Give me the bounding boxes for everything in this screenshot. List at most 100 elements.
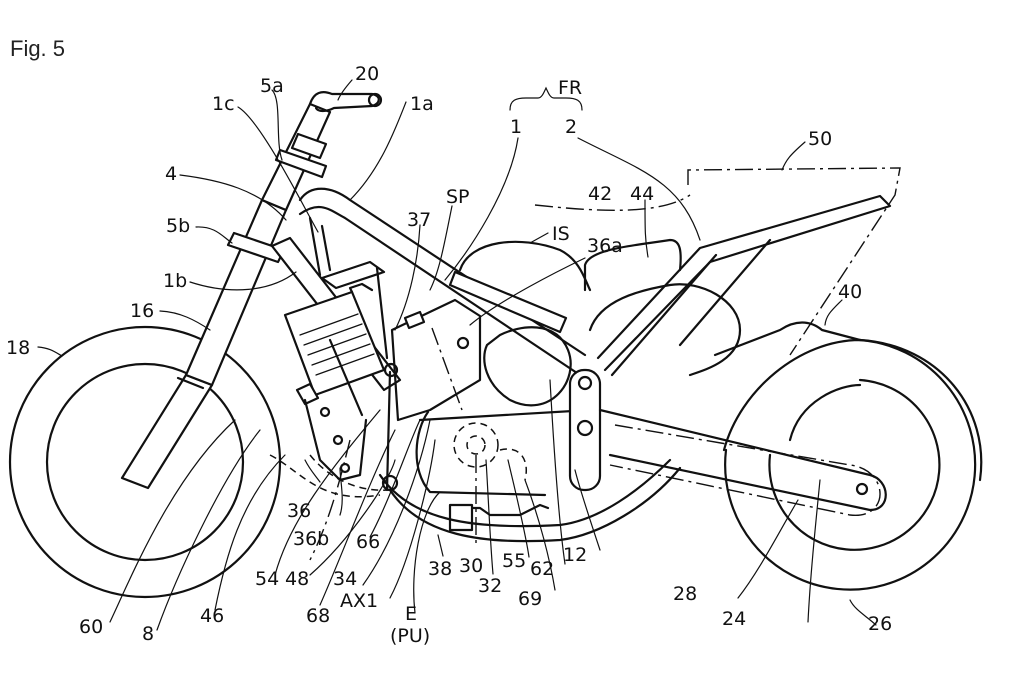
label-4: 4 [165, 163, 177, 185]
fork-seal [176, 376, 205, 390]
label-1c: 1c [212, 93, 235, 115]
label-28: 28 [673, 583, 697, 605]
leader-55 [507, 459, 530, 558]
label-5a: 5a [260, 75, 284, 97]
leader-5a [271, 89, 283, 161]
label-36b: 36b [293, 528, 329, 550]
leader-4 [179, 174, 287, 221]
stem-collar [290, 132, 328, 160]
leader-20 [337, 79, 353, 101]
label-60: 60 [79, 616, 103, 638]
radiator-fin [303, 323, 363, 346]
crankshaft-circle [453, 422, 499, 468]
leader-1b [189, 271, 297, 291]
leader-36b [339, 467, 343, 516]
label-E: E [405, 603, 417, 625]
leader-E [413, 491, 441, 614]
reference-labels: FR 20 5a 1c 1a 4 5b 1b 16 18 37 SP 1 2 4… [6, 63, 892, 647]
lower-frame [269, 439, 682, 561]
rear-wheel [713, 321, 983, 591]
rear-tire-top [722, 338, 983, 482]
label-SP: SP [446, 186, 470, 208]
pivot-hole-lower [576, 419, 594, 437]
linkage-arm [303, 398, 368, 482]
leader-36 [304, 459, 321, 483]
leader-40 [824, 299, 843, 326]
label-46: 46 [200, 605, 224, 627]
label-IS: IS [552, 223, 570, 245]
leader-69 [524, 479, 556, 591]
leader-44 [644, 199, 649, 258]
label-40: 40 [838, 281, 862, 303]
exhaust-line-54 [309, 439, 351, 561]
leader-2 [577, 137, 701, 241]
label-42: 42 [588, 183, 612, 205]
label-1: 1 [510, 116, 522, 138]
leader-1c [237, 106, 319, 233]
leader-16 [159, 310, 211, 331]
leader-68 [319, 429, 396, 606]
label-16: 16 [130, 300, 154, 322]
figure-title: Fig. 5 [10, 36, 65, 61]
rear-axle [855, 482, 869, 496]
pivot-hole-upper [577, 375, 593, 391]
leader-8 [156, 429, 261, 631]
linkage-bolt [332, 434, 344, 446]
linkage-bolt [319, 406, 331, 418]
crankcase-top-line [418, 408, 592, 422]
leader-34 [362, 419, 431, 586]
label-32: 32 [478, 575, 502, 597]
swingarm-24 [598, 408, 887, 512]
frame-lower-link [385, 370, 392, 492]
radiator [283, 282, 386, 417]
engine [390, 298, 592, 545]
radiator-fin [307, 333, 367, 356]
label-50: 50 [808, 128, 832, 150]
label-5b: 5b [166, 215, 190, 237]
label-PU: (PU) [390, 625, 430, 647]
fuel-tank-44 [583, 238, 682, 292]
rear-rim [768, 378, 941, 551]
label-30: 30 [459, 555, 483, 577]
fuel-tank [448, 238, 682, 334]
leader-24 [807, 479, 821, 623]
exhaust-dashed-54 [269, 454, 381, 498]
frame-gusset-b [320, 224, 332, 272]
front-tire-outer [8, 325, 282, 599]
label-62: 62 [530, 558, 554, 580]
label-44: 44 [630, 183, 654, 205]
leader-50 [781, 141, 806, 171]
rear-rim-top [788, 383, 862, 442]
engine-cylinder [390, 298, 482, 422]
leader-66 [369, 419, 421, 538]
seat-rail [596, 194, 892, 372]
leader-36a [469, 257, 586, 326]
label-55: 55 [502, 550, 526, 572]
label-8: 8 [142, 623, 154, 645]
oil-pan [450, 503, 550, 517]
leader-48 [309, 459, 396, 576]
fork-lower-leg [120, 373, 214, 490]
leader-32 [485, 459, 494, 575]
leader-18 [37, 346, 63, 357]
airbox [483, 326, 572, 407]
leader-5b [195, 226, 233, 244]
label-1a: 1a [410, 93, 434, 115]
countershaft-dashed [499, 448, 527, 481]
pivot-plate-12 [568, 368, 602, 492]
rear-tire-outer-26 [724, 338, 977, 591]
label-1b: 1b [163, 270, 187, 292]
fr-bracket [509, 86, 583, 111]
label-37: 37 [407, 209, 431, 231]
intake-bolt [456, 336, 470, 350]
linkage-bolt [339, 462, 351, 474]
label-48: 48 [285, 568, 309, 590]
label-36a: 36a [587, 235, 623, 257]
label-20: 20 [355, 63, 379, 85]
fuel-tank-IS [458, 240, 592, 292]
leader-46 [214, 454, 286, 611]
label-18: 18 [6, 337, 30, 359]
leader-IS [529, 232, 549, 244]
tank-mount-plate [448, 270, 568, 334]
label-12: 12 [563, 544, 587, 566]
